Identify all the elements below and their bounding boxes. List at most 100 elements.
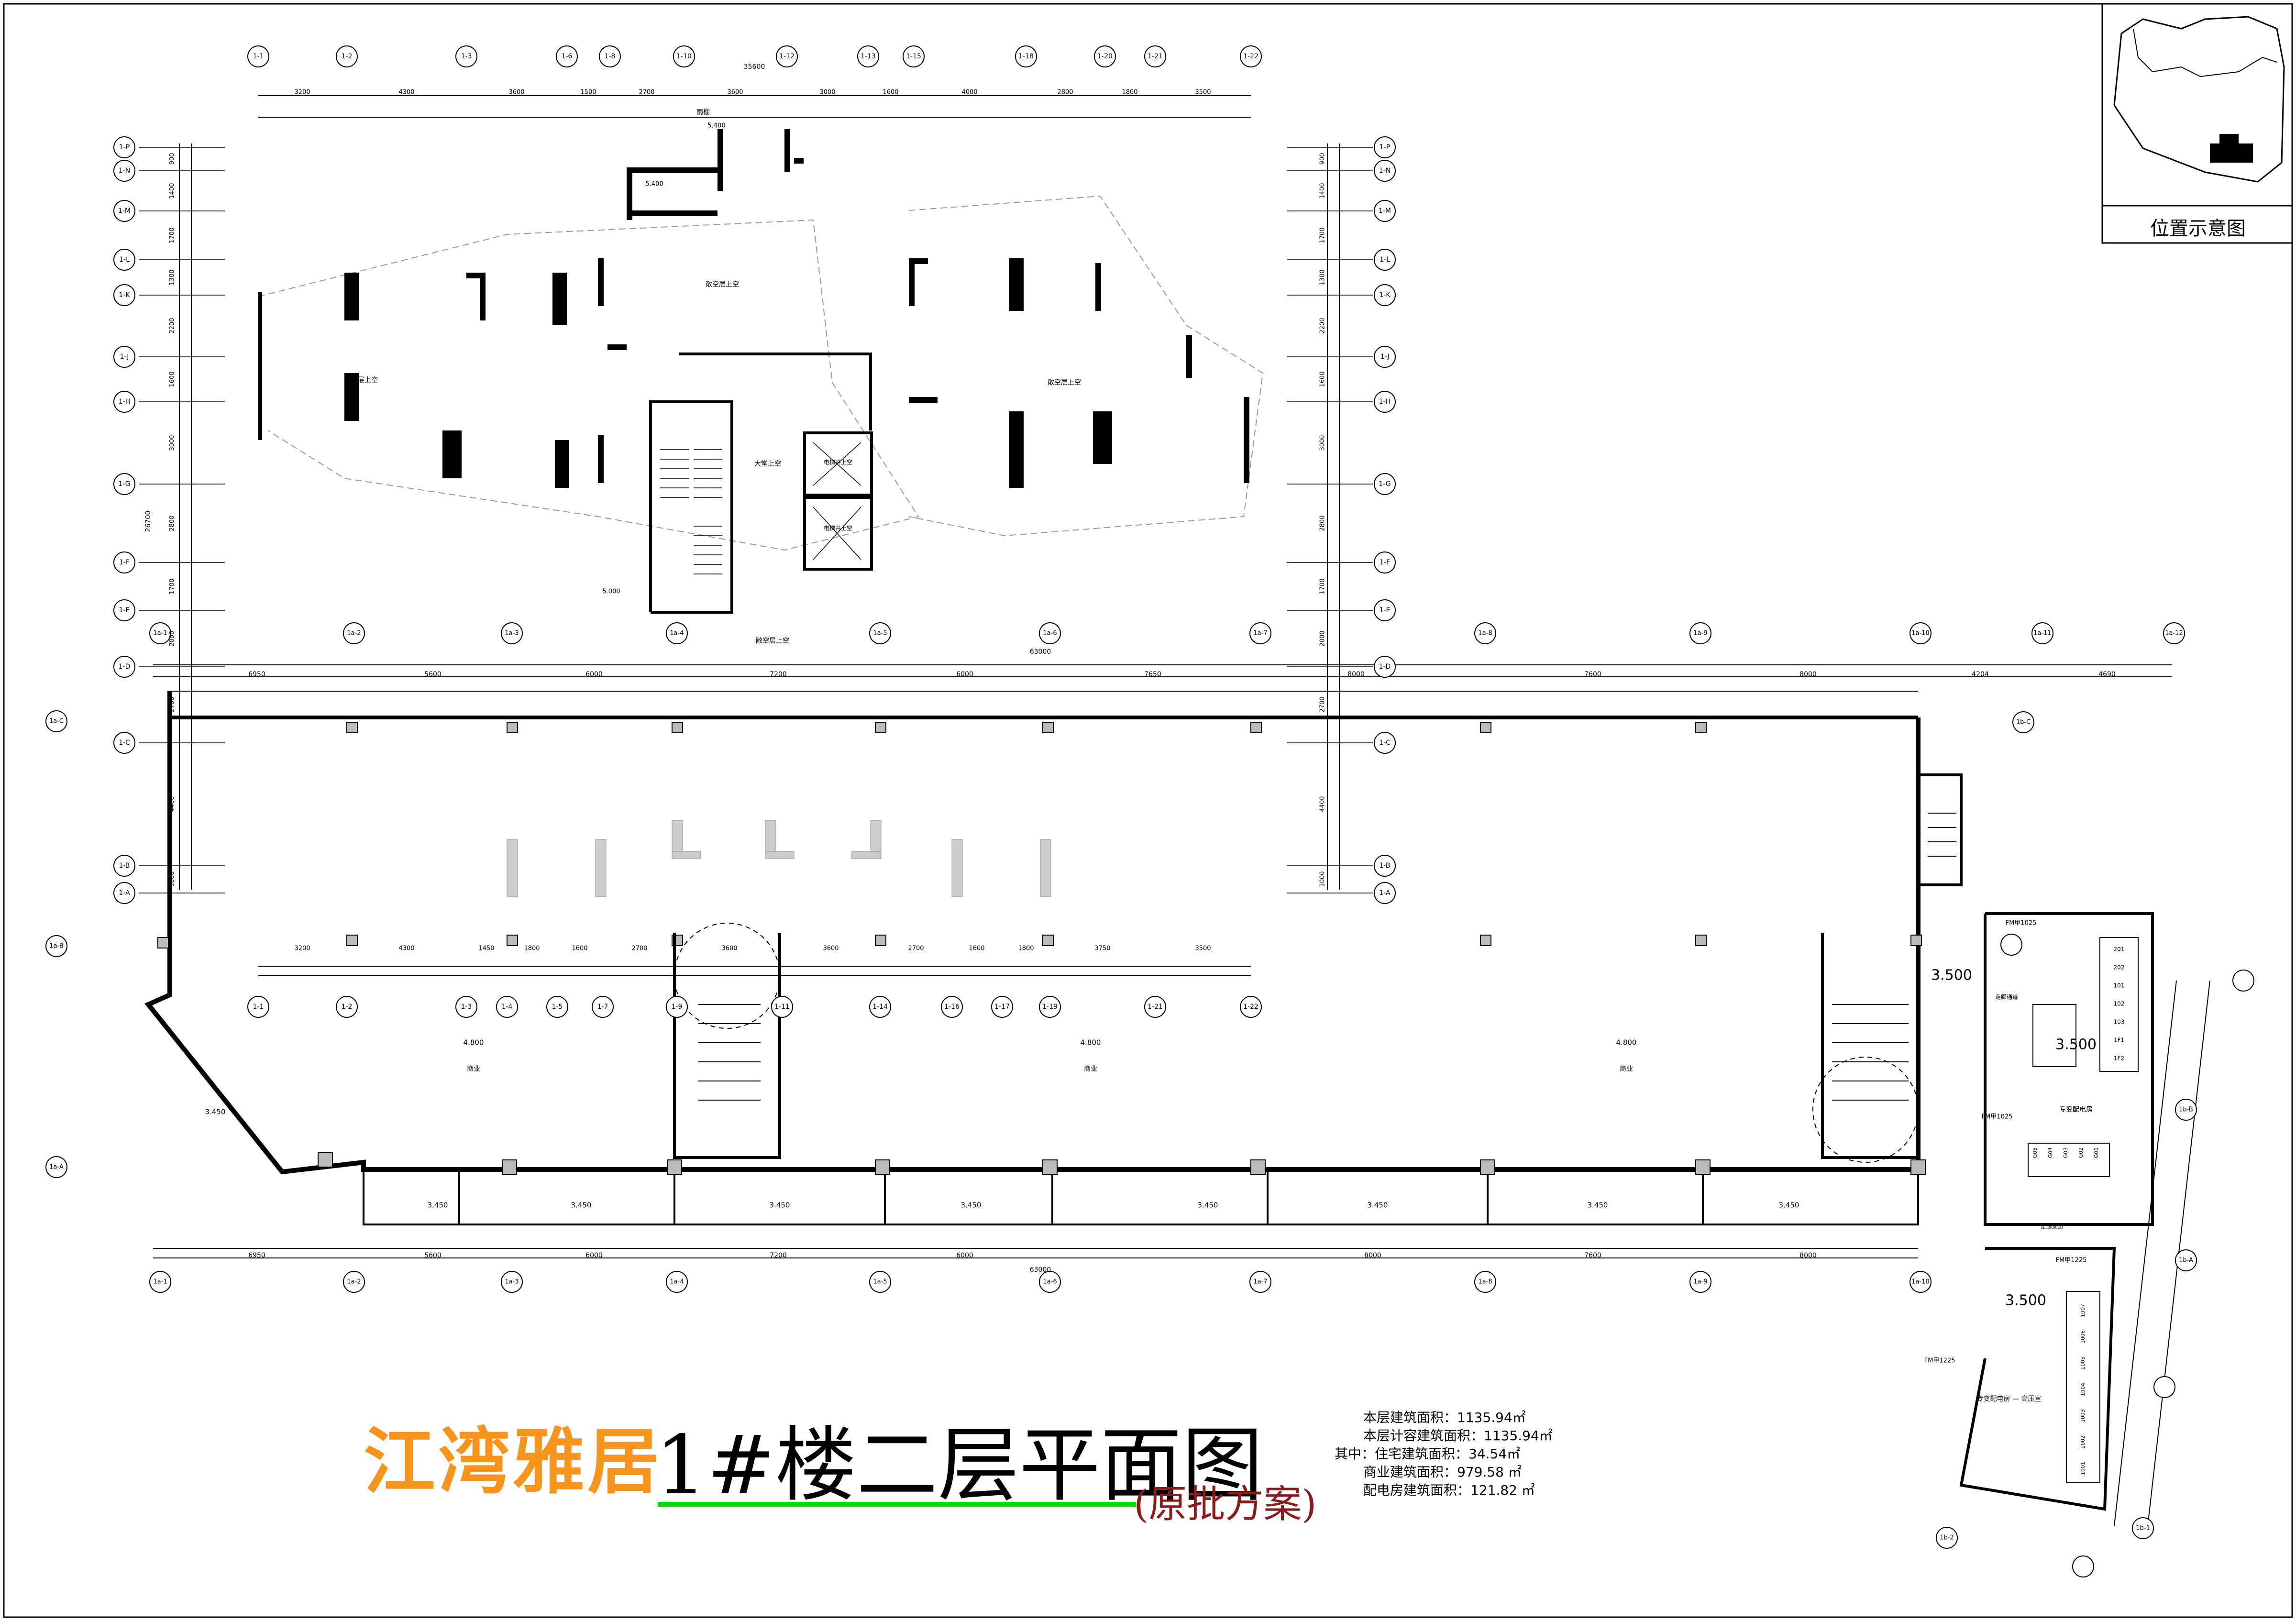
drawing-subtitle: (原批方案) bbox=[1134, 1482, 1317, 1526]
area-label: 其中：住宅建筑面积： bbox=[1335, 1446, 1469, 1462]
dimension-left: 3000 bbox=[169, 435, 176, 451]
grid-label-left: 1-D bbox=[119, 663, 131, 671]
grid-label-podium-top: 1a-5 bbox=[873, 630, 887, 637]
grid-label-podium-bottom: 1a-6 bbox=[1043, 1279, 1057, 1286]
room-label-void: 敞空层上空 bbox=[706, 281, 739, 288]
dimension-long: 7200 bbox=[770, 671, 787, 678]
location-key bbox=[2101, 3, 2293, 244]
grid-label-mid: 1-3 bbox=[461, 1003, 472, 1011]
grid-label-right: 1-M bbox=[1379, 207, 1391, 215]
dimension-long: 7600 bbox=[1584, 671, 1601, 678]
equipment-id: 202 bbox=[2114, 964, 2125, 971]
room-label-transformer: 专变配电房 bbox=[2059, 1106, 2093, 1114]
grid-label-left: 1-H bbox=[119, 398, 131, 406]
grid-label-mid: 1-1 bbox=[253, 1003, 264, 1011]
grid-label-podium-top: 1a-2 bbox=[347, 630, 361, 637]
room-label-void: 敞空层上空 bbox=[756, 637, 789, 645]
grid-label-right: 1-D bbox=[1379, 663, 1391, 671]
room-label-void: 敞空层上空 bbox=[1048, 379, 1081, 386]
dimension-mid: 1450 bbox=[478, 945, 494, 952]
dimension-bottom: 8000 bbox=[1364, 1252, 1381, 1259]
dimension-mid: 1600 bbox=[572, 945, 587, 952]
level-mark: 5.000 bbox=[602, 588, 620, 595]
grid-label-top: 1-21 bbox=[1148, 53, 1163, 60]
dimension-top: 2700 bbox=[639, 89, 654, 96]
dimension-right: 900 bbox=[1319, 153, 1326, 165]
area-value: 1135.94㎡ bbox=[1457, 1410, 1526, 1425]
grid-label-top: 1-18 bbox=[1018, 53, 1034, 60]
dimension-bottom: 6950 bbox=[248, 1252, 265, 1259]
dimension-left: 1700 bbox=[169, 578, 176, 594]
dimension-left: 1600 bbox=[169, 371, 176, 387]
project-name: 江湾雅居 bbox=[364, 1421, 662, 1504]
equipment-id: 1003 bbox=[2080, 1409, 2086, 1423]
dimension-bottom: 7600 bbox=[1584, 1252, 1601, 1259]
grid-label-top: 1-20 bbox=[1097, 53, 1113, 60]
grid-label-podium-bottom: 1a-3 bbox=[505, 1279, 519, 1286]
dimension-top: 4000 bbox=[961, 89, 977, 96]
equipment-id: 1001 bbox=[2080, 1462, 2086, 1475]
grid-label-top: 1-22 bbox=[1243, 53, 1258, 60]
dimension-right: 1600 bbox=[1319, 371, 1326, 387]
grid-label-podium-bottom: 1a-4 bbox=[670, 1279, 684, 1286]
grid-label-mid: 1-11 bbox=[774, 1003, 790, 1011]
level-mark: 3.450 bbox=[961, 1201, 982, 1210]
elevator-cross bbox=[813, 442, 861, 560]
grid-label-mid: 1-17 bbox=[994, 1003, 1010, 1011]
grid-label-annex: 1b-B bbox=[2179, 1106, 2193, 1114]
columns bbox=[157, 722, 1926, 1175]
room-label-elevator-shaft: 电梯井上空 bbox=[824, 459, 852, 466]
dimension-left: 2000 bbox=[169, 630, 176, 646]
dimension-left: 1400 bbox=[169, 183, 176, 198]
dimension-right: 1700 bbox=[1319, 578, 1326, 594]
equipment-id: 102 bbox=[2114, 1001, 2125, 1007]
podium-stair-3 bbox=[1918, 773, 1963, 886]
grid-label-top: 1-2 bbox=[342, 53, 353, 60]
level-mark: 3.450 bbox=[1779, 1201, 1799, 1210]
dimension-left: 1000 bbox=[169, 871, 176, 887]
dimension-top: 3600 bbox=[508, 89, 524, 96]
room-label-canopy: 雨棚 bbox=[696, 109, 710, 116]
grid-label-side: 1a-A bbox=[49, 1164, 64, 1171]
grid-label-right: 1-B bbox=[1379, 862, 1390, 870]
equipment-id: G03 bbox=[2063, 1147, 2069, 1158]
grid-label-left: 1-M bbox=[118, 207, 131, 215]
grid-label-top: 1-15 bbox=[906, 53, 921, 60]
equipment-id: 1F2 bbox=[2114, 1055, 2124, 1062]
grid-label-podium-top: 1a-10 bbox=[1911, 630, 1929, 637]
dimension-top: 1800 bbox=[1122, 89, 1137, 96]
grid-label-podium-bottom: 1a-1 bbox=[153, 1279, 167, 1286]
dimension-long: 8000 bbox=[1799, 671, 1817, 678]
grid-label-mid: 1-7 bbox=[597, 1003, 608, 1011]
podium-stair-1 bbox=[673, 923, 781, 1159]
grid-label-mid: 1-5 bbox=[552, 1003, 563, 1011]
grid-label-mid: 1-19 bbox=[1042, 1003, 1058, 1011]
grid-label-right: 1-E bbox=[1380, 606, 1391, 614]
grid-label-top: 1-3 bbox=[461, 53, 472, 60]
core-stair-elevator bbox=[649, 353, 873, 614]
room-label-lobby-void: 大堂上空 bbox=[754, 460, 781, 468]
dimension-bottom: 5600 bbox=[424, 1252, 442, 1259]
room-label-corridor: 走廊通道 bbox=[1995, 993, 2018, 1001]
podium-stair-2 bbox=[1812, 933, 1919, 1163]
dimension-bottom-total: 63000 bbox=[1030, 1266, 1051, 1274]
dimension-lines bbox=[153, 95, 2172, 1258]
dimension-right: 2700 bbox=[1319, 696, 1326, 712]
dimension-left: 4400 bbox=[169, 796, 176, 812]
dimension-left-total: 26700 bbox=[144, 511, 152, 532]
dimension-top: 2800 bbox=[1057, 89, 1073, 96]
grid-ticks bbox=[139, 147, 1373, 893]
podium-walls bbox=[144, 691, 1921, 1225]
dimension-right: 1400 bbox=[1319, 183, 1326, 198]
dimension-mid: 1800 bbox=[524, 945, 540, 952]
equipment-id: 201 bbox=[2114, 946, 2125, 953]
grid-label-podium-bottom: 1a-5 bbox=[873, 1279, 887, 1286]
dimension-mid: 1600 bbox=[969, 945, 984, 952]
equipment-id: 1004 bbox=[2080, 1383, 2086, 1396]
grid-label-left: 1-F bbox=[119, 559, 130, 566]
grid-label-right: 1-G bbox=[1379, 480, 1391, 488]
level-mark: 4.800 bbox=[1616, 1038, 1637, 1047]
drawing-title: 1#楼二层平面图 bbox=[655, 1418, 1263, 1513]
grid-label-left: 1-B bbox=[119, 862, 130, 870]
axis-bubbles bbox=[45, 45, 2254, 1577]
